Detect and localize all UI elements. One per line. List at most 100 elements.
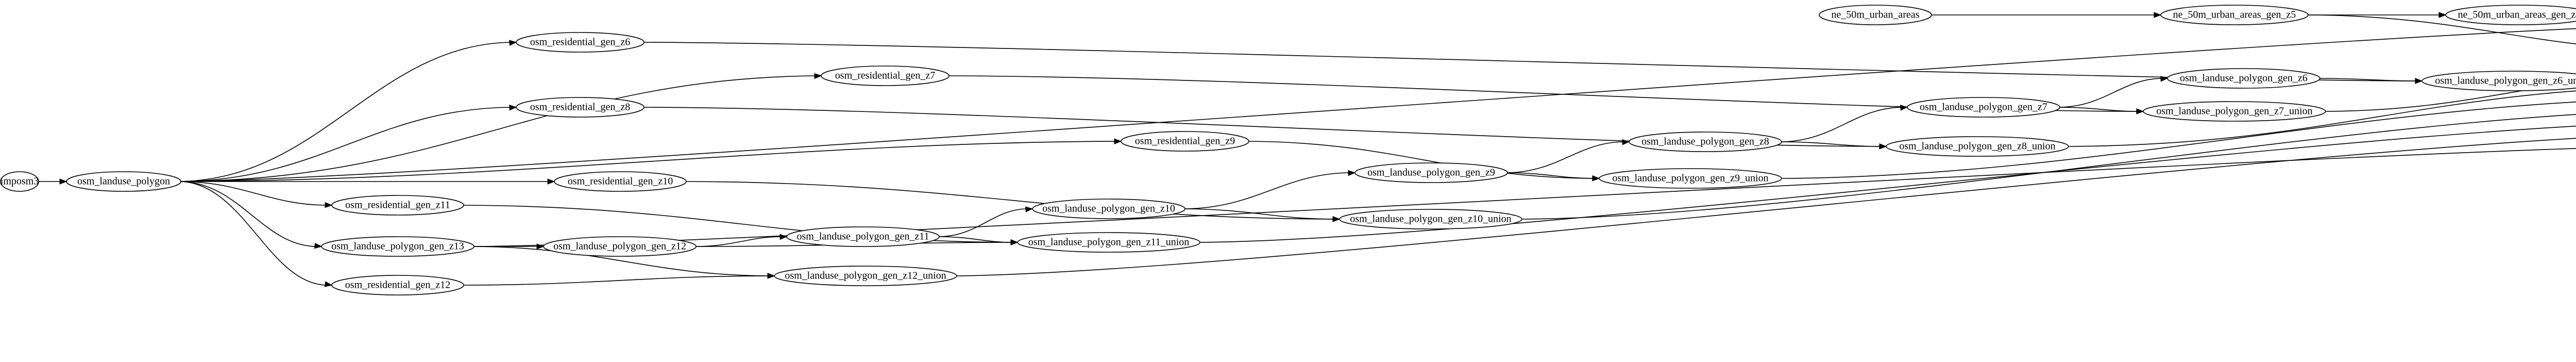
graph-node-ne_50m_urban_areas_gen_z4[interactable]: ne_50m_urban_areas_gen_z4 [2445,5,2576,25]
graph-node-osm_landuse_polygon_gen_z8[interactable]: osm_landuse_polygon_gen_z8 [1629,131,1782,152]
graph-node-osm_landuse_polygon[interactable]: osm_landuse_polygon [66,171,181,192]
edge-line [686,181,1334,220]
graph-edge-osm_landuse_polygon_gen_z13--layer_landuse_z13 [473,148,2576,247]
edge-line [180,181,326,206]
edge-line [463,275,769,286]
node-ellipse-osm_residential_gen_z11 [331,195,464,216]
graph-node-osm_residential_gen_z6[interactable]: osm_residential_gen_z6 [516,32,645,53]
edge-arrowhead [536,243,545,250]
graph-edge-osm_landuse_polygon--osm_residential_gen_z7 [180,73,822,182]
graph-edge-osm_residential_gen_z12--osm_landuse_polygon_gen_z12_union [463,273,775,286]
edge-arrowhead [1332,216,1341,222]
node-label-ne_50m_urban_areas: ne_50m_urban_areas [1831,9,1919,21]
node-ellipse-osm_landuse_polygon_gen_z9_union [1599,168,1782,189]
edge-line [2059,78,2162,108]
graph-edge-osm_landuse_polygon--osm_residential_gen_z6 [180,40,517,182]
graph-edge-osm_landuse_polygon--osm_residential_gen_z11 [180,181,333,208]
graph-node-ne_50m_urban_areas_gen_z5[interactable]: ne_50m_urban_areas_gen_z5 [2160,5,2309,25]
graph-node-osm_landuse_polygon_gen_z11_union[interactable]: osm_landuse_polygon_gen_z11_union [1017,232,1200,253]
node-label-osm_residential_gen_z10: osm_residential_gen_z10 [568,176,673,187]
edge-line [180,75,816,182]
node-ellipse-osm_landuse_polygon_gen_z9 [1354,162,1508,183]
node-label-osm_landuse_polygon_gen_z8_union: osm_landuse_polygon_gen_z8_union [1899,141,2055,152]
graph-node-ne_50m_urban_areas[interactable]: ne_50m_urban_areas [1819,5,1932,25]
edge-line [1781,107,1902,142]
edge-arrowhead [2438,12,2447,18]
graph-node-osm_residential_gen_z9[interactable]: osm_residential_gen_z9 [1121,131,1249,152]
node-label-osm_landuse_polygon_gen_z12: osm_landuse_polygon_gen_z12 [553,241,686,252]
node-ellipse-osm_landuse_polygon_gen_z12 [543,236,697,257]
node-ellipse-osm_landuse_polygon_gen_z11_union [1017,232,1200,253]
node-label-ne_50m_urban_areas_gen_z5: ne_50m_urban_areas_gen_z5 [2173,9,2296,21]
graph-edge-osm_landuse_polygon_gen_z8--osm_landuse_polygon_gen_z7 [1781,105,1908,142]
edge-arrowhead [1900,105,1908,111]
graph-edge-osm_residential_gen_z10--osm_landuse_polygon_gen_z10_union [686,181,1341,222]
node-label-osm_landuse_polygon_gen_z7: osm_landuse_polygon_gen_z7 [1920,102,2047,113]
edge-line [180,181,326,286]
graph-node-osm_landuse_polygon_gen_z6[interactable]: osm_landuse_polygon_gen_z6 [2167,68,2320,89]
graph-edge-osm_landuse_polygon--osm_residential_gen_z9 [180,138,1122,182]
edge-arrowhead [1622,139,1630,145]
graph-node-imposm3[interactable]: imposm3 [0,171,39,192]
graph-edge-osm_landuse_polygon_gen_z7--osm_landuse_polygon_gen_z6 [2059,76,2168,108]
graph-edge-osm_landuse_polygon_gen_z9_union--layer_landuse_z9 [1781,101,2576,179]
graph-node-osm_landuse_polygon_gen_z12[interactable]: osm_landuse_polygon_gen_z12 [543,236,697,257]
node-label-osm_residential_gen_z6: osm_residential_gen_z6 [530,37,630,48]
graph-edge-osm_landuse_polygon_gen_z9--osm_landuse_polygon_gen_z8 [1507,139,1630,173]
edge-line [1507,172,1594,179]
node-label-osm_landuse_polygon: osm_landuse_polygon [77,176,170,187]
graph-node-osm_landuse_polygon_gen_z10[interactable]: osm_landuse_polygon_gen_z10 [1032,199,1185,219]
edge-line [1184,172,1349,209]
graph-node-osm_landuse_polygon_gen_z9[interactable]: osm_landuse_polygon_gen_z9 [1354,162,1508,183]
graph-node-osm_landuse_polygon_gen_z7_union[interactable]: osm_landuse_polygon_gen_z7_union [2143,101,2326,122]
graph-node-osm_landuse_polygon_gen_z9_union[interactable]: osm_landuse_polygon_gen_z9_union [1599,168,1782,189]
graph-node-osm_residential_gen_z12[interactable]: osm_residential_gen_z12 [331,275,464,295]
graph-node-osm_landuse_polygon_gen_z7[interactable]: osm_landuse_polygon_gen_z7 [1907,97,2060,118]
graph-node-osm_residential_gen_z7[interactable]: osm_residential_gen_z7 [821,65,950,86]
graph-edge-osm_landuse_polygon--osm_landuse_polygon_gen_z13 [180,181,323,249]
graph-node-osm_landuse_polygon_gen_z11[interactable]: osm_landuse_polygon_gen_z11 [786,226,940,247]
edge-arrowhead [324,281,333,287]
edge-line [2068,90,2576,147]
node-ellipse-osm_landuse_polygon_gen_z6 [2167,68,2320,89]
node-label-osm_residential_gen_z9: osm_residential_gen_z9 [1135,136,1235,147]
node-ellipse-osm_landuse_polygon_gen_z7_union [2143,101,2326,122]
node-ellipse-imposm3 [0,171,39,192]
nodes-layer: imposm3 osm_landuse_polygon osm_residentia… [0,5,2576,295]
node-ellipse-osm_landuse_polygon [66,171,181,192]
node-ellipse-ne_50m_urban_areas_gen_z4 [2445,5,2576,25]
graph-node-osm_residential_gen_z10[interactable]: osm_residential_gen_z10 [554,171,687,192]
graph-node-osm_landuse_polygon_gen_z12_union[interactable]: osm_landuse_polygon_gen_z12_union [774,266,957,286]
edge-arrowhead [1025,206,1033,212]
node-label-osm_landuse_polygon_gen_z7_union: osm_landuse_polygon_gen_z7_union [2156,106,2312,117]
node-label-osm_residential_gen_z7: osm_residential_gen_z7 [835,70,935,81]
graph-node-osm_residential_gen_z11[interactable]: osm_residential_gen_z11 [331,195,464,216]
edge-line [1248,141,1594,179]
graph-node-osm_landuse_polygon_gen_z6_union[interactable]: osm_landuse_polygon_gen_z6_union [2421,71,2576,91]
edge-line [696,236,781,247]
node-label-imposm3: imposm3 [1,176,39,187]
node-ellipse-osm_landuse_polygon_gen_z7 [1907,97,2060,118]
edge-line [180,141,1115,182]
graph-node-osm_landuse_polygon_gen_z8_union[interactable]: osm_landuse_polygon_gen_z8_union [1886,136,2069,157]
node-ellipse-osm_residential_gen_z10 [554,171,687,192]
graph-node-osm_landuse_polygon_gen_z13[interactable]: osm_landuse_polygon_gen_z13 [321,236,474,257]
graph-node-osm_landuse_polygon_gen_z10_union[interactable]: osm_landuse_polygon_gen_z10_union [1339,209,1522,229]
graph-edge-osm_landuse_polygon--osm_residential_gen_z10 [180,178,555,185]
edge-line [180,42,511,182]
node-ellipse-osm_landuse_polygon_gen_z10_union [1339,209,1522,229]
node-label-osm_landuse_polygon_gen_z13: osm_landuse_polygon_gen_z13 [331,241,464,252]
edge-arrowhead [59,178,67,185]
edge-arrowhead [1592,175,1600,182]
graph-edge-osm_landuse_polygon_gen_z11--osm_landuse_polygon_gen_z11_union [939,236,1019,245]
graph-node-osm_residential_gen_z8[interactable]: osm_residential_gen_z8 [516,97,645,118]
edge-line [939,236,1012,243]
node-label-osm_residential_gen_z8: osm_residential_gen_z8 [530,102,630,113]
edge-line [1199,125,2576,243]
graph-edge-osm_landuse_polygon_gen_z8_union--layer_landuse_z8 [2068,90,2576,147]
node-ellipse-osm_residential_gen_z12 [331,275,464,295]
edge-line [2325,81,2576,112]
edge-arrowhead [767,273,775,279]
node-label-osm_residential_gen_z11: osm_residential_gen_z11 [345,200,450,211]
node-label-osm_landuse_polygon_gen_z8: osm_landuse_polygon_gen_z8 [1641,136,1769,147]
